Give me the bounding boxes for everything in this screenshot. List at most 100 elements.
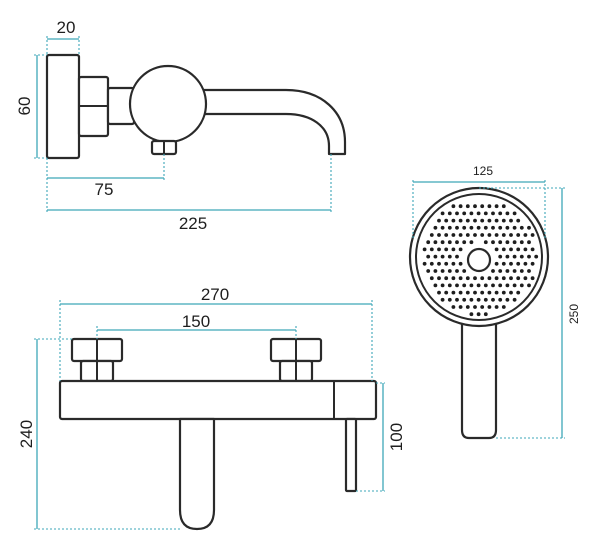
nozzle-hole — [444, 276, 449, 281]
nozzle-hole — [447, 269, 452, 273]
nozzle-hole — [480, 290, 485, 295]
nozzle-hole — [501, 218, 506, 223]
nozzle-hole — [487, 276, 492, 281]
nozzle-hole — [444, 290, 449, 295]
nozzle-hole — [458, 276, 463, 281]
nozzle-hole — [440, 211, 445, 216]
nozzle-hole — [451, 276, 456, 281]
nozzle-hole — [498, 240, 503, 245]
nozzle-hole — [440, 283, 445, 288]
nozzle-hole — [451, 247, 456, 252]
nozzle-hole — [523, 276, 528, 281]
nozzle-hole — [462, 269, 467, 273]
nozzle-hole — [483, 283, 488, 288]
nozzle-hole — [530, 276, 535, 281]
nozzle-hole — [505, 240, 510, 245]
nozzle-hole — [437, 276, 441, 281]
nozzle-hole — [483, 297, 488, 302]
nozzle-hole — [462, 297, 467, 302]
nozzle-hole — [501, 276, 506, 281]
nozzle-hole — [437, 247, 441, 252]
nozzle-hole — [451, 218, 456, 223]
nozzle-hole — [473, 218, 477, 223]
nozzle-hole — [458, 204, 463, 209]
nozzle-hole — [437, 261, 441, 266]
nozzle-hole — [509, 290, 513, 295]
nozzle-hole — [491, 297, 495, 302]
nozzle-hole — [512, 240, 517, 245]
nozzle-hole — [491, 269, 495, 273]
nozzle-hole — [476, 297, 481, 302]
nozzle-hole — [527, 269, 531, 273]
nozzle-hole — [494, 276, 499, 281]
nozzle-hole — [444, 247, 449, 252]
nozzle-hole — [516, 276, 521, 281]
nozzle-hole — [523, 233, 528, 237]
nozzle-hole — [429, 261, 434, 266]
nozzle-hole — [498, 297, 503, 302]
nozzle-hole — [451, 204, 456, 209]
nozzle-hole — [440, 254, 445, 259]
nozzle-hole — [509, 276, 513, 281]
nozzle-hole — [527, 240, 531, 245]
nozzle-hole — [512, 254, 517, 259]
nozzle-hole — [494, 290, 499, 295]
nozzle-hole — [509, 233, 513, 237]
nozzle-hole — [433, 269, 438, 273]
nozzle-hole — [422, 247, 427, 252]
dim-label-100: 100 — [387, 423, 406, 451]
nozzle-hole — [451, 233, 456, 237]
nozzle-hole — [473, 233, 477, 237]
nozzle-hole — [530, 233, 535, 237]
nozzle-hole — [509, 247, 513, 252]
nozzle-hole — [440, 240, 445, 245]
nozzle-hole — [458, 290, 463, 295]
nozzle-hole — [505, 297, 510, 302]
nozzle-hole — [527, 254, 531, 259]
mixer-body — [58, 379, 378, 421]
nozzle-hole — [437, 290, 441, 295]
nozzle-hole — [519, 283, 524, 288]
nozzle-hole — [465, 204, 470, 209]
nozzle-hole — [498, 254, 503, 259]
nozzle-hole — [444, 261, 449, 266]
nozzle-hole — [462, 283, 467, 288]
nozzle-hole — [512, 211, 517, 216]
nozzle-hole — [469, 240, 474, 245]
nozzle-hole — [483, 240, 488, 245]
nozzle-hole — [494, 305, 499, 309]
shower-head-inner-ring — [415, 193, 543, 321]
nozzle-hole — [491, 283, 495, 288]
nozzle-hole — [509, 218, 513, 223]
hand-shower: 125 250 — [408, 164, 581, 440]
nozzle-hole — [426, 240, 431, 245]
nozzle-hole — [458, 233, 463, 237]
nozzle-hole — [433, 225, 438, 230]
nozzle-hole — [458, 261, 463, 266]
mixer-front-view: 270 150 240 100 — [17, 285, 406, 531]
nozzle-hole — [473, 305, 477, 309]
nozzle-hole — [519, 225, 524, 230]
nozzle-hole — [447, 240, 452, 245]
nozzle-hole — [451, 305, 456, 309]
nozzle-hole — [476, 312, 481, 317]
nozzle-hole — [501, 305, 506, 309]
nozzle-hole — [455, 297, 459, 302]
nozzle-hole — [469, 225, 474, 230]
nozzle-hole — [519, 269, 524, 273]
nozzle-hole — [455, 240, 459, 245]
nozzle-hole — [455, 254, 459, 259]
nozzle-hole — [505, 283, 510, 288]
nozzle-hole — [429, 247, 434, 252]
nozzle-hole — [483, 211, 488, 216]
nozzle-hole — [491, 225, 495, 230]
nozzle-hole — [440, 225, 445, 230]
shower-center-button — [466, 247, 492, 273]
dim-label-75: 75 — [95, 180, 114, 199]
nozzle-hole — [505, 269, 510, 273]
wall-plate — [45, 53, 81, 160]
nozzle-hole — [440, 269, 445, 273]
nozzle-hole — [476, 283, 481, 288]
nozzle-hole — [512, 269, 517, 273]
nozzle-hole — [447, 211, 452, 216]
